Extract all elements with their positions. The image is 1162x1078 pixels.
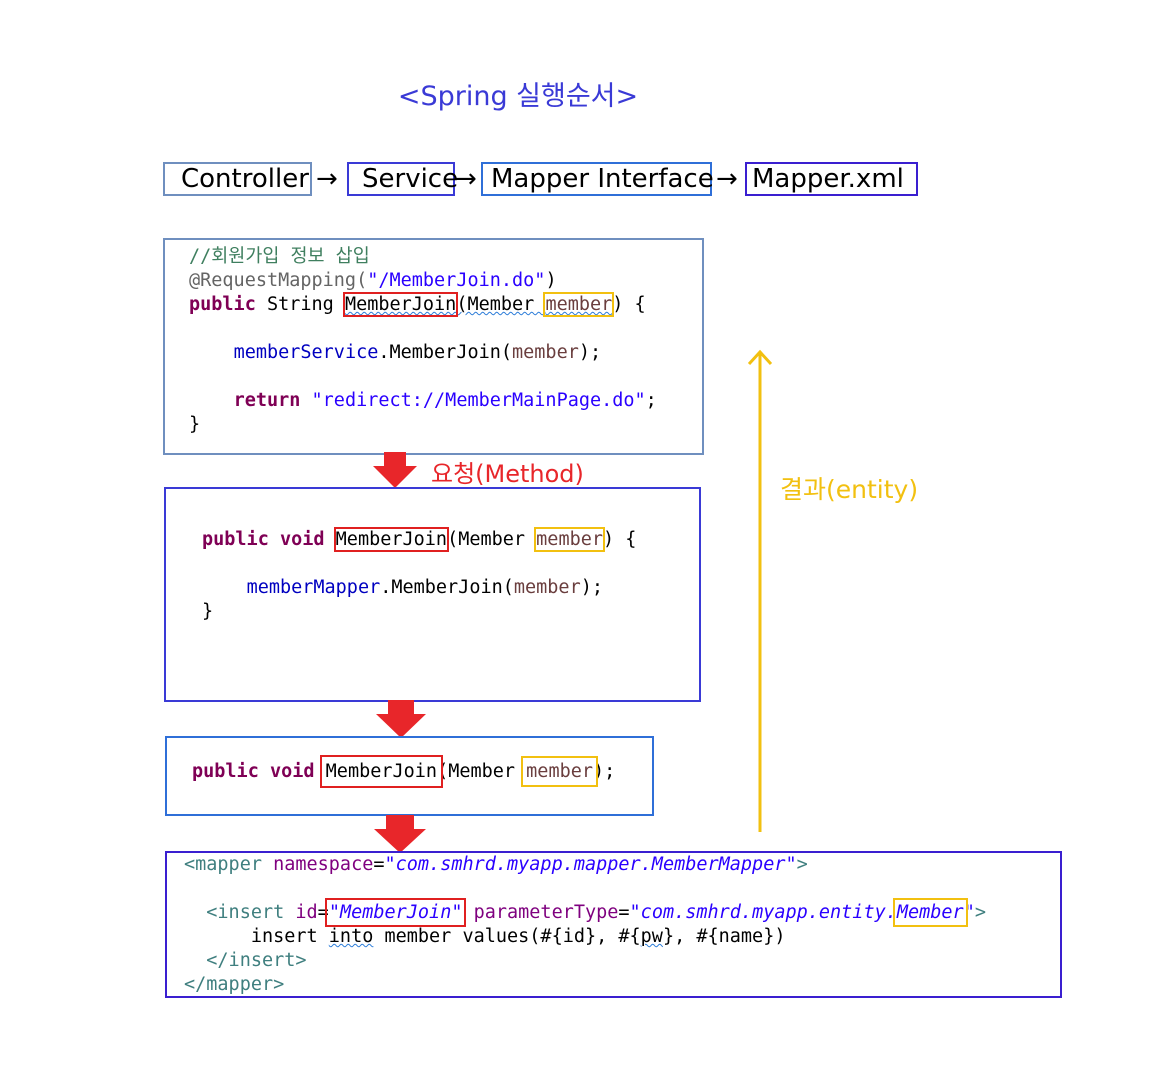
request-arrow-1 xyxy=(373,452,417,488)
result-arrow xyxy=(747,349,773,832)
xml-code-panel xyxy=(165,851,1062,998)
service-close-brace: } xyxy=(202,601,214,622)
member-mapper-field: memberMapper xyxy=(246,577,381,598)
interface-keyword-void: void xyxy=(269,761,315,782)
redirect-string: "redirect://MemberMainPage.do" xyxy=(311,390,646,411)
service-keyword-public: public xyxy=(202,529,269,550)
flow-box-mapper-xml: Mapper.xml xyxy=(745,162,918,196)
request-arrow-2 xyxy=(376,700,426,738)
insert-open-gt: > xyxy=(974,902,986,923)
flow-arrow-1: → xyxy=(316,164,338,194)
sql-pw: pw xyxy=(640,926,663,947)
controller-code: //회원가입 정보 삽입 @RequestMapping("/MemberJoi… xyxy=(189,245,657,437)
interface-keyword-public: public xyxy=(192,761,259,782)
controller-code-panel xyxy=(163,238,704,455)
service-sig-close: ) { xyxy=(603,529,637,550)
interface-method-name: MemberJoin xyxy=(319,755,444,788)
sql-into: into xyxy=(328,926,374,947)
code-comment: //회원가입 정보 삽입 xyxy=(189,246,370,267)
return-end: ; xyxy=(645,390,657,411)
ptype-eq: = xyxy=(618,902,630,923)
sql-values: member values(#{id}, #{ xyxy=(373,926,641,947)
flow-box-service: Service xyxy=(347,162,459,196)
parameter-type-attr: parameterType xyxy=(473,902,619,923)
insert-close-tag: </insert> xyxy=(206,950,307,971)
service-code-panel xyxy=(164,487,701,702)
service-call-arg: member xyxy=(512,342,579,363)
return-type: String xyxy=(255,294,345,315)
id-attr: id xyxy=(295,902,318,923)
flow-box-controller: Controller xyxy=(163,162,312,196)
mapping-path: "/MemberJoin.do" xyxy=(367,270,546,291)
insert-open-tag: <insert xyxy=(206,902,285,923)
service-keyword-void: void xyxy=(279,529,325,550)
annotation-close: ) xyxy=(545,270,557,291)
controller-close-brace: } xyxy=(189,414,201,435)
keyword-public: public xyxy=(189,294,256,315)
service-code: public void MemberJoin(Member member) { … xyxy=(202,527,637,624)
flow-label-service: Service xyxy=(362,164,459,194)
request-mapping-annotation: @RequestMapping( xyxy=(189,270,368,291)
mapper-call-method: .MemberJoin( xyxy=(380,577,514,598)
interface-code: public void MemberJoin(Member member); xyxy=(192,755,616,788)
namespace-value: "com.smhrd.myapp.mapper.MemberMapper" xyxy=(384,854,797,875)
flow-arrow-3: → xyxy=(716,164,738,194)
result-label: 결과(entity) xyxy=(780,475,919,504)
flow-arrow-2: → xyxy=(455,164,477,194)
service-param-type: (Member xyxy=(447,529,537,550)
mapper-open-tag: <mapper xyxy=(184,854,262,875)
request-arrow-3 xyxy=(374,815,426,853)
controller-param-name: member xyxy=(543,292,615,317)
id-eq: = xyxy=(317,902,329,923)
parameter-type-prefix: "com.smhrd.myapp.entity. xyxy=(629,902,897,923)
mapper-call-arg: member xyxy=(513,577,581,598)
flow-label-controller: Controller xyxy=(181,164,309,194)
namespace-eq: = xyxy=(373,854,385,875)
insert-id-value: "MemberJoin" xyxy=(324,898,467,927)
mapper-open-gt: > xyxy=(796,854,808,875)
flow-label-mapper-xml: Mapper.xml xyxy=(752,164,904,194)
member-service-field: memberService xyxy=(233,342,379,363)
interface-sig-close: ); xyxy=(593,761,616,782)
flow-label-mapper-interface: Mapper Interface xyxy=(491,164,714,194)
flow-box-mapper-interface: Mapper Interface xyxy=(481,162,714,196)
xml-code: <mapper namespace="com.smhrd.myapp.mappe… xyxy=(184,853,986,997)
controller-method-name: MemberJoin xyxy=(342,292,459,317)
keyword-return: return xyxy=(233,390,301,411)
service-method-name: MemberJoin xyxy=(333,527,450,552)
service-call-close: ); xyxy=(578,342,602,363)
interface-param-name: member xyxy=(521,756,598,787)
parameter-type-end: " xyxy=(963,902,975,923)
parameter-type-class: Member xyxy=(892,898,968,927)
controller-param-type: (Member xyxy=(456,294,546,315)
mapper-close-tag: </mapper> xyxy=(184,974,285,995)
mapper-call-close: ); xyxy=(580,577,603,598)
service-param-name: member xyxy=(534,527,605,552)
service-call-method: .MemberJoin( xyxy=(378,342,513,363)
controller-sig-close: ) { xyxy=(612,294,646,315)
namespace-attr: namespace xyxy=(273,854,374,875)
sql-insert: insert xyxy=(250,926,329,947)
sql-values-end: }, #{name}) xyxy=(662,926,786,947)
request-label: 요청(Method) xyxy=(431,460,584,488)
diagram-title: <Spring 실행순서> xyxy=(397,81,639,112)
interface-param-type: (Member xyxy=(437,761,527,782)
